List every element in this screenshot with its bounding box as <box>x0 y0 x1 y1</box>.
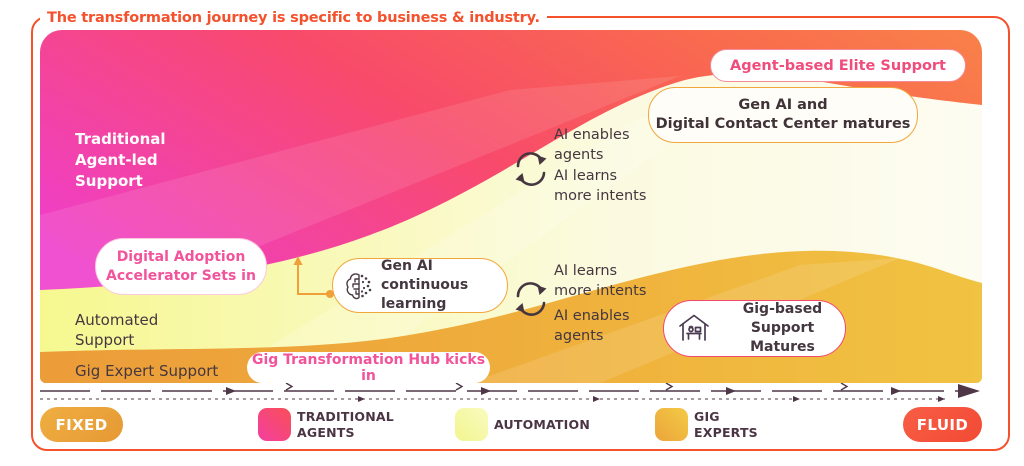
ai-enables-agents-bottom: AI enables agents <box>554 308 630 344</box>
ai-brain-icon <box>343 270 375 302</box>
automation-swatch <box>455 408 488 441</box>
gig-expert-support-label: Gig Expert Support <box>75 362 219 380</box>
traditional-agents-legend-label: TRADITIONAL AGENTS <box>297 409 394 440</box>
elite-support-text: Agent-based Elite Support <box>730 57 946 74</box>
yellow-highlight-facet <box>210 100 730 383</box>
ai-enables-agents-top: AI enables agents <box>554 127 630 163</box>
digital-adoption-pill: Digital Adoption Accelerator Sets in <box>95 238 267 295</box>
gig-experts-legend-label: GIG EXPERTS <box>694 409 758 440</box>
automation-legend-label: AUTOMATION <box>494 417 591 432</box>
traditional-agents-swatch <box>258 408 291 441</box>
diagram-title: The transformation journey is specific t… <box>40 8 547 28</box>
gig-transformation-hub-pill: Gig Transformation Hub kicks in <box>247 351 490 384</box>
genai-matures-text: Gen AI and Digital Contact Center mature… <box>655 97 911 132</box>
fluid-endpoint-pill: FLUID <box>903 407 982 442</box>
ai-cycle-icon-top <box>515 152 547 186</box>
automated-support-label: Automated Support <box>75 311 159 349</box>
gig-experts-swatch <box>655 408 688 441</box>
gig-based-support-pill: Gig-based Support Matures <box>663 300 846 357</box>
fixed-label: FIXED <box>55 415 108 434</box>
agent-based-elite-support-pill: Agent-based Elite Support <box>710 49 966 82</box>
ai-learns-intents-top: AI learns more intents <box>554 168 647 204</box>
ai-cycle-icon-bottom <box>515 282 547 316</box>
ai-learns-intents-bottom: AI learns more intents <box>554 263 647 299</box>
digital-adoption-text: Digital Adoption Accelerator Sets in <box>106 248 256 284</box>
connector-arrow <box>293 256 334 298</box>
timeline-arrows <box>40 383 980 402</box>
home-office-icon <box>676 311 712 347</box>
fixed-endpoint-pill: FIXED <box>40 407 123 442</box>
genai-contact-center-pill: Gen AI and Digital Contact Center mature… <box>648 87 918 143</box>
gig-hub-text: Gig Transformation Hub kicks in <box>251 351 486 384</box>
genai-learning-pill: Gen AI continuous learning <box>332 258 508 313</box>
genai-learning-text: Gen AI continuous learning <box>381 258 469 312</box>
traditional-support-label: Traditional Agent-led Support <box>75 130 166 190</box>
fluid-label: FLUID <box>916 415 969 434</box>
gig-matures-text: Gig-based Support Matures <box>742 301 823 355</box>
